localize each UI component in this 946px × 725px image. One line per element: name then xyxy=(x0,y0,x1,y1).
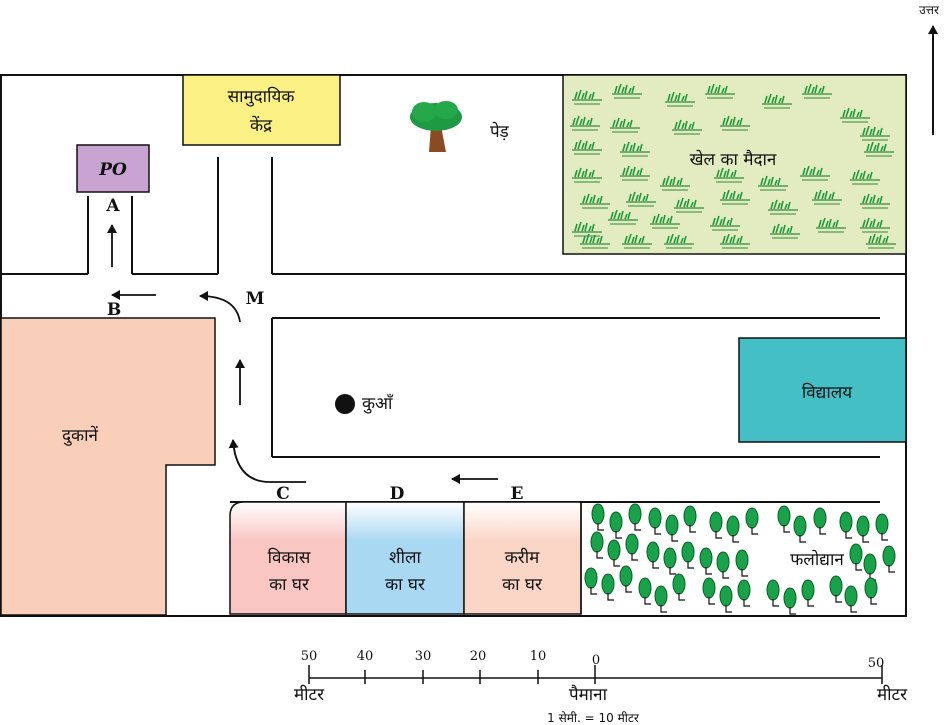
scale-bar xyxy=(308,665,883,684)
vikas-house xyxy=(229,501,347,615)
shops xyxy=(0,317,216,616)
point-e: E xyxy=(511,484,524,504)
sheela-house-label-2: का घर xyxy=(385,575,426,595)
scale-unit-left: मीटर xyxy=(294,684,325,705)
community-center-label-1: सामुदायिक xyxy=(228,86,296,107)
scale-tick-0: 0 xyxy=(592,653,600,668)
scale-tick-20: 20 xyxy=(470,649,487,664)
scale-center-label: पैमाना xyxy=(569,684,608,705)
sheela-house xyxy=(345,501,465,615)
scale-tick-30: 30 xyxy=(415,649,432,664)
well-label: कुआँ xyxy=(362,393,394,414)
route-arrows xyxy=(107,224,498,484)
north-label: उत्तर xyxy=(919,3,940,17)
well-icon xyxy=(335,394,355,414)
orchard-label: फलोद्यान xyxy=(790,549,844,570)
school xyxy=(738,337,907,443)
point-a: A xyxy=(105,196,120,216)
point-m: M xyxy=(246,289,265,309)
karim-house-label-2: का घर xyxy=(502,575,543,595)
karim-house-label-1: करीम xyxy=(505,547,540,568)
vikas-house-label-1: विकास xyxy=(268,547,311,568)
orchard-trees-icon xyxy=(584,503,896,615)
scale-tick-40: 40 xyxy=(357,649,374,664)
scale-tick-50-right: 50 xyxy=(868,656,885,671)
sheela-house-label-1: शीला xyxy=(389,547,421,568)
vikas-house-label-2: का घर xyxy=(269,575,310,595)
post-office-label: PO xyxy=(98,160,127,180)
scale-tick-50-left: 50 xyxy=(301,649,318,664)
karim-house xyxy=(463,501,582,615)
scale-ratio: 1 सेमी. = 10 मीटर xyxy=(547,711,640,725)
point-c: C xyxy=(276,484,290,504)
tree-label: पेड़ xyxy=(490,121,510,142)
shops-label: दुकानें xyxy=(62,425,98,446)
point-b: B xyxy=(107,300,121,320)
scale-tick-10: 10 xyxy=(530,649,547,664)
post-office xyxy=(76,144,150,193)
community-center xyxy=(182,74,341,146)
community-center-label-2: केंद्र xyxy=(250,115,273,136)
point-d: D xyxy=(390,484,405,504)
school-label: विद्यालय xyxy=(802,382,853,403)
scale-unit-right: मीटर xyxy=(877,684,908,705)
playground-label: खेल का मैदान xyxy=(690,149,777,170)
tree-icon xyxy=(410,101,462,152)
